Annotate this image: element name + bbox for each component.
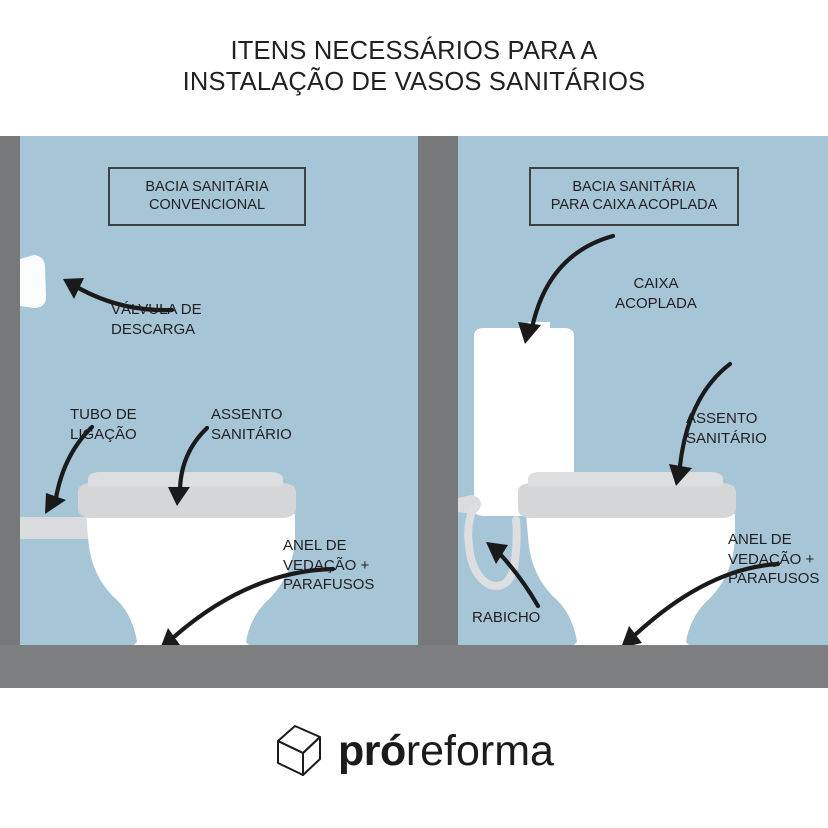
cube-icon <box>277 725 322 776</box>
label-anel-right-line-3: PARAFUSOS <box>728 570 820 587</box>
label-valvula-line-1: VÁLVULA DE <box>111 301 202 318</box>
caption-right-line-2: PARA CAIXA ACOPLADA <box>550 197 718 213</box>
floor-band <box>0 645 828 688</box>
label-caixa-acoplada: CAIXA ACOPLADA <box>596 274 716 313</box>
label-anel-de-vedacao-left: ANEL DE VEDAÇÃO + PARAFUSOS <box>283 536 374 595</box>
label-assento-left-line-1: ASSENTO <box>211 406 283 423</box>
brand-wordmark: próreforma <box>338 726 554 775</box>
page-title-line-1: ITENS NECESSÁRIOS PARA A <box>230 37 598 65</box>
brand-logo: próreforma <box>0 716 828 786</box>
label-anel-left-line-1: ANEL DE <box>283 537 347 554</box>
caption-bacia-convencional: BACIA SANITÁRIA CONVENCIONAL <box>108 167 306 226</box>
caption-left-line-1: BACIA SANITÁRIA <box>145 179 269 195</box>
label-anel-right-line-2: VEDAÇÃO + <box>728 550 815 568</box>
label-anel-left-line-3: PARAFUSOS <box>283 576 375 593</box>
label-anel-right-line-1: ANEL DE <box>728 531 792 548</box>
label-tubo-line-1: TUBO DE <box>70 406 137 423</box>
label-valvula-line-2: DESCARGA <box>111 320 196 338</box>
caption-left-line-2: CONVENCIONAL <box>148 197 266 213</box>
page-title: ITENS NECESSÁRIOS PARA A INSTALAÇÃO DE V… <box>0 36 828 98</box>
label-assento-sanitario-left: ASSENTO SANITÁRIO <box>211 405 292 444</box>
panel-divider <box>418 136 438 645</box>
label-assento-right-line-1: ASSENTO <box>686 410 758 427</box>
caption-bacia-caixa-acoplada: BACIA SANITÁRIA PARA CAIXA ACOPLADA <box>529 167 739 226</box>
wall-edge-right <box>438 136 458 645</box>
label-anel-left-line-2: VEDAÇÃO + <box>283 556 370 574</box>
label-caixa-line-1: CAIXA <box>633 275 679 292</box>
brand-pro: pró <box>338 726 406 775</box>
label-tubo-line-2: LIGAÇÃO <box>70 425 137 443</box>
page-title-line-2: INSTALAÇÃO DE VASOS SANITÁRIOS <box>182 68 646 96</box>
label-anel-de-vedacao-right: ANEL DE VEDAÇÃO + PARAFUSOS <box>728 530 819 589</box>
caption-right-line-1: BACIA SANITÁRIA <box>572 179 696 195</box>
label-rabicho: RABICHO <box>472 608 540 628</box>
panel-conventional-toilet: BACIA SANITÁRIA CONVENCIONAL VÁLVULA DE … <box>0 136 418 688</box>
label-caixa-line-2: ACOPLADA <box>615 294 697 312</box>
brand-reforma: reforma <box>405 726 554 775</box>
illustration-area: BACIA SANITÁRIA CONVENCIONAL VÁLVULA DE … <box>0 136 828 688</box>
label-tubo-de-ligacao: TUBO DE LIGAÇÃO <box>70 405 137 444</box>
label-assento-sanitario-right: ASSENTO SANITÁRIO <box>686 409 767 448</box>
wall-edge-left <box>0 136 20 645</box>
panel-coupled-cistern-toilet: BACIA SANITÁRIA PARA CAIXA ACOPLADA CAIX… <box>438 136 828 688</box>
label-rabicho-line-1: RABICHO <box>472 609 541 626</box>
label-valvula-de-descarga: VÁLVULA DE DESCARGA <box>111 300 202 339</box>
label-assento-right-line-2: SANITÁRIO <box>686 429 767 447</box>
label-assento-left-line-2: SANITÁRIO <box>211 425 292 443</box>
